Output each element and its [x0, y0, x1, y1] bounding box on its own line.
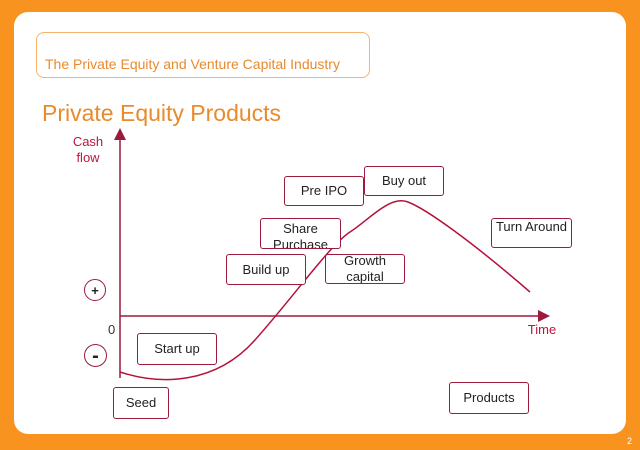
- plus-icon: +: [84, 279, 106, 301]
- y-axis-label: Cash flow: [72, 134, 104, 165]
- cash-flow-curve: [119, 200, 531, 381]
- stage-pre-ipo: Pre IPO: [284, 176, 364, 206]
- origin-label: 0: [108, 322, 116, 337]
- header-title: The Private Equity and Venture Capital I…: [45, 56, 340, 72]
- page-title: Private Equity Products: [42, 100, 282, 126]
- stage-start-up: Start up: [137, 333, 217, 365]
- stage-growth-capital: Growth capital: [325, 254, 405, 284]
- stage-share-purchase: Share Purchase: [260, 218, 341, 249]
- minus-icon: -: [84, 344, 107, 367]
- header-box: The Private Equity and Venture Capital I…: [36, 32, 370, 78]
- stage-turn-around: Turn Around: [491, 218, 572, 248]
- page-number: 2: [626, 436, 632, 446]
- stage-buy-out: Buy out: [364, 166, 444, 196]
- stage-build-up: Build up: [226, 254, 306, 285]
- stage-products: Products: [449, 382, 529, 414]
- stage-seed: Seed: [113, 387, 169, 419]
- x-axis-label: Time: [527, 322, 557, 337]
